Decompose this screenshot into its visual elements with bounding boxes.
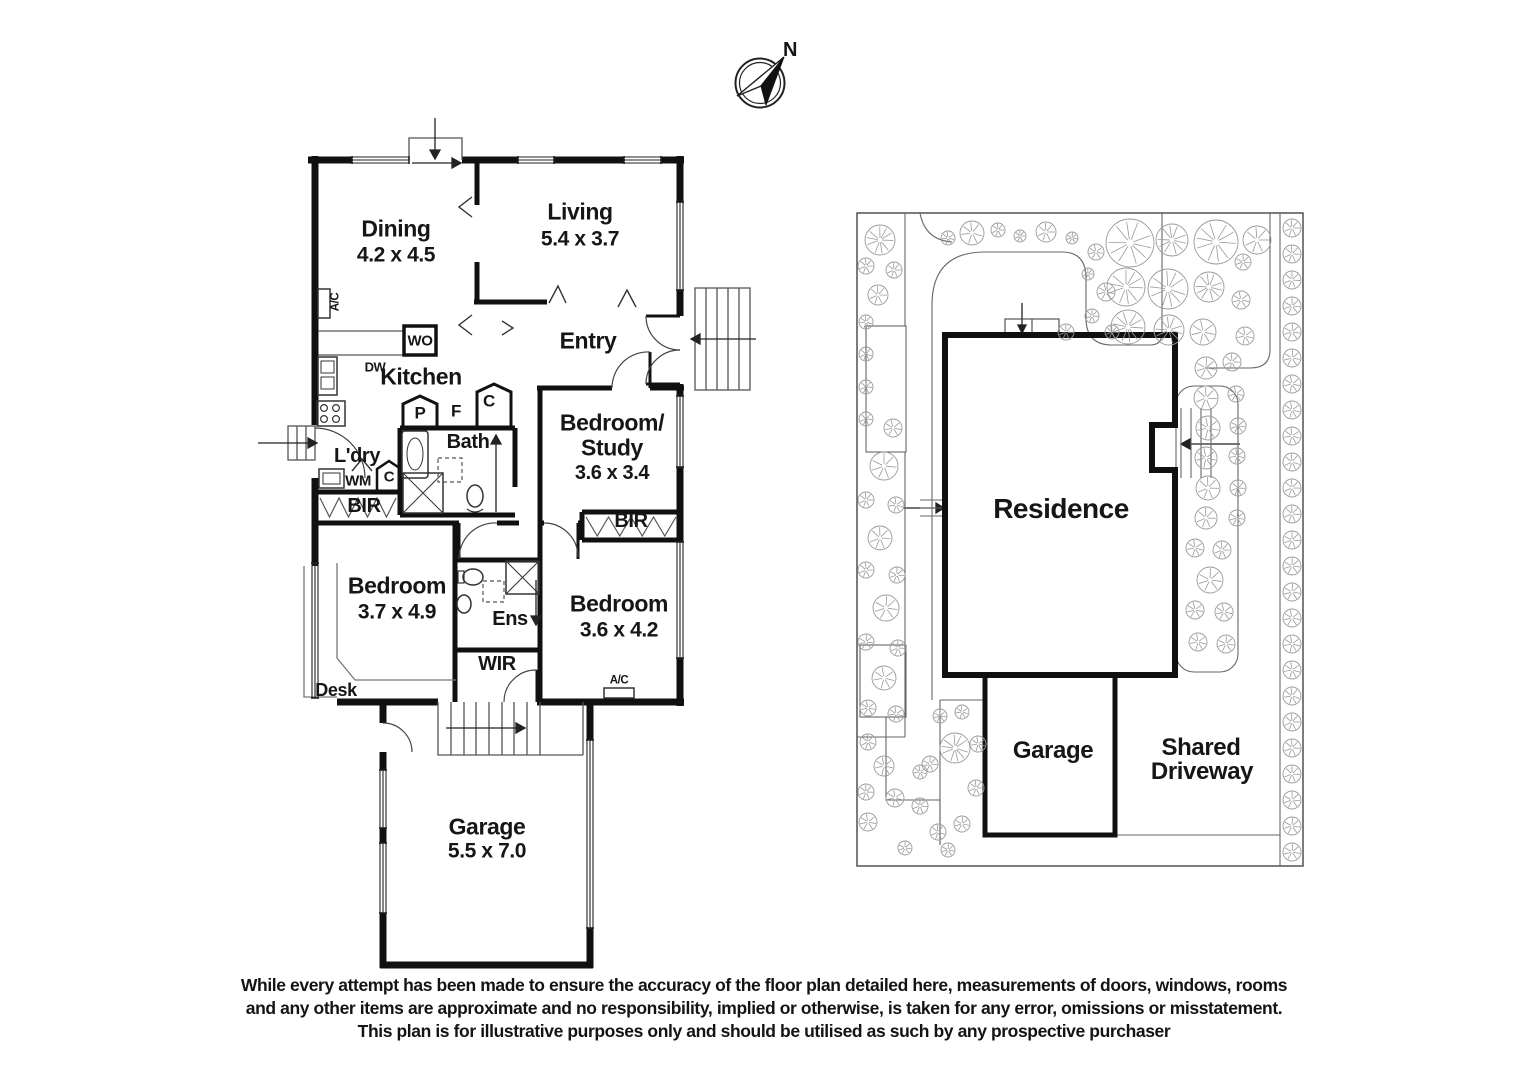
room-bedroom-left: Bedroom [347,572,447,599]
bir-left-label: BIR [347,495,381,517]
site-residence-label: Residence [993,493,1129,524]
dishwasher-label: DW [364,359,386,375]
room-dining-dims: 4.2 x 4.5 [356,243,436,267]
room-bedroom-left-dims: 3.7 x 4.9 [357,600,437,624]
room-dining: Dining [361,215,431,242]
room-bedroom-right: Bedroom [569,590,669,617]
room-bedroom-study-dims: 3.6 x 3.4 [574,462,650,484]
site-garage-label: Garage [1012,737,1094,764]
ac-right-label: A/C [609,674,629,687]
windows [311,156,684,929]
doors [314,314,681,753]
room-kitchen: Kitchen [380,363,462,390]
room-wir: WIR [478,653,516,675]
room-bedroom-right-dims: 3.6 x 4.2 [579,618,659,642]
shared-driveway-label-1: Shared [1161,734,1241,761]
site-garage-outline [982,672,1118,838]
pantry-label: P [414,403,426,423]
bir-right-label: BIR [614,510,648,532]
room-living-dims: 5.4 x 3.7 [540,227,620,251]
room-bedroom-study: Bedroom/ [559,409,665,436]
disclaimer-line-1: While every attempt has been made to ens… [240,975,1288,995]
room-bath: Bath [446,431,490,453]
washing-machine-label: WM [345,472,371,490]
compass-icon [734,56,786,109]
opening-marks [351,196,637,472]
room-garage-dims: 5.5 x 7.0 [447,839,527,863]
shared-driveway-label-2: Driveway [1150,758,1254,785]
room-garage: Garage [448,813,526,840]
cupboard-laundry-label: C [383,468,395,486]
disclaimer-line-3: This plan is for illustrative purposes o… [357,1021,1171,1041]
room-living: Living [547,198,613,225]
wall-oven-label: WO [407,332,433,350]
robe-zigzags [319,496,677,538]
fixtures [316,288,635,699]
fridge-label: F [451,401,461,421]
direction-arrows [258,118,1240,735]
external-walls [308,156,684,969]
north-label: N [782,39,798,61]
garden-trees [857,218,1302,862]
room-bedroom-study-2: Study [581,434,643,461]
disclaimer-line-2: and any other items are approximate and … [245,998,1283,1018]
ac-left-label: A/C [329,292,342,312]
room-entry: Entry [559,327,617,354]
site-buildings [942,332,1178,838]
cupboard-kitchen-label: C [483,391,495,411]
room-ensuite: Ens [492,608,528,630]
room-laundry: L'dry [333,445,381,467]
desk-label: Desk [315,680,357,700]
